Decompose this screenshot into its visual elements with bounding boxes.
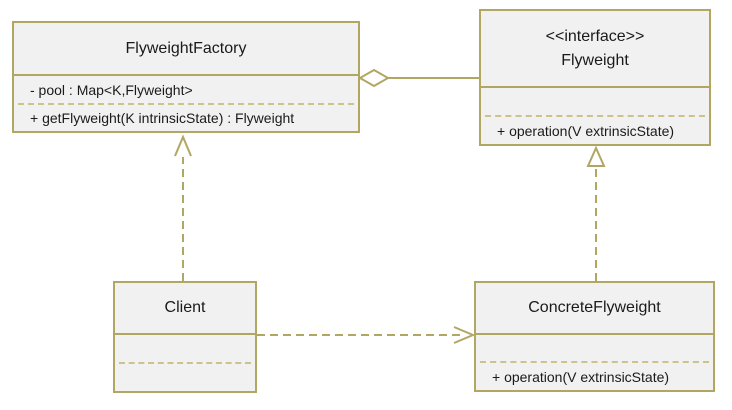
method-empty xyxy=(115,364,255,391)
attribute: - pool : Map<K,Flyweight> xyxy=(30,81,193,98)
open-arrowhead-icon xyxy=(174,134,192,157)
hollow-triangle-arrowhead-icon xyxy=(586,145,606,167)
realization-concreteflyweight-to-flyweight-connector xyxy=(586,145,606,281)
attribute-empty xyxy=(481,88,709,115)
class-name: Flyweight xyxy=(561,51,629,69)
member-separator xyxy=(485,115,705,117)
member-separator xyxy=(119,362,251,364)
class-stereotype: <<interface>> xyxy=(545,27,645,45)
class-name: Client xyxy=(115,283,255,335)
class-header: <<interface>> Flyweight xyxy=(481,11,709,88)
dependency-client-to-concreteflyweight-connector xyxy=(257,326,476,344)
dependency-client-to-factory-connector xyxy=(174,134,192,281)
attribute-empty xyxy=(476,335,713,361)
class-members: + operation(V extrinsicState) xyxy=(476,335,713,390)
method: + operation(V extrinsicState) xyxy=(492,368,670,385)
member-separator xyxy=(480,361,709,363)
aggregation-connector xyxy=(357,68,479,88)
attribute-empty xyxy=(115,335,255,362)
open-arrowhead-icon xyxy=(453,326,476,344)
class-members xyxy=(115,335,255,391)
member-separator xyxy=(18,103,354,105)
class-name: FlyweightFactory xyxy=(14,23,358,76)
method: + getFlyweight(K intrinsicState) : Flywe… xyxy=(30,110,295,126)
method: + operation(V extrinsicState) xyxy=(497,122,675,139)
aggregation-diamond-icon xyxy=(357,68,391,88)
class-name: ConcreteFlyweight xyxy=(476,283,713,335)
class-flyweight-interface: <<interface>> Flyweight + operation(V ex… xyxy=(479,9,711,146)
class-members: - pool : Map<K,Flyweight> + getFlyweight… xyxy=(14,76,358,131)
class-concrete-flyweight: ConcreteFlyweight + operation(V extrinsi… xyxy=(474,281,715,392)
class-flyweight-factory: FlyweightFactory - pool : Map<K,Flyweigh… xyxy=(12,21,360,133)
class-members: + operation(V extrinsicState) xyxy=(481,88,709,144)
class-client: Client xyxy=(113,281,257,393)
